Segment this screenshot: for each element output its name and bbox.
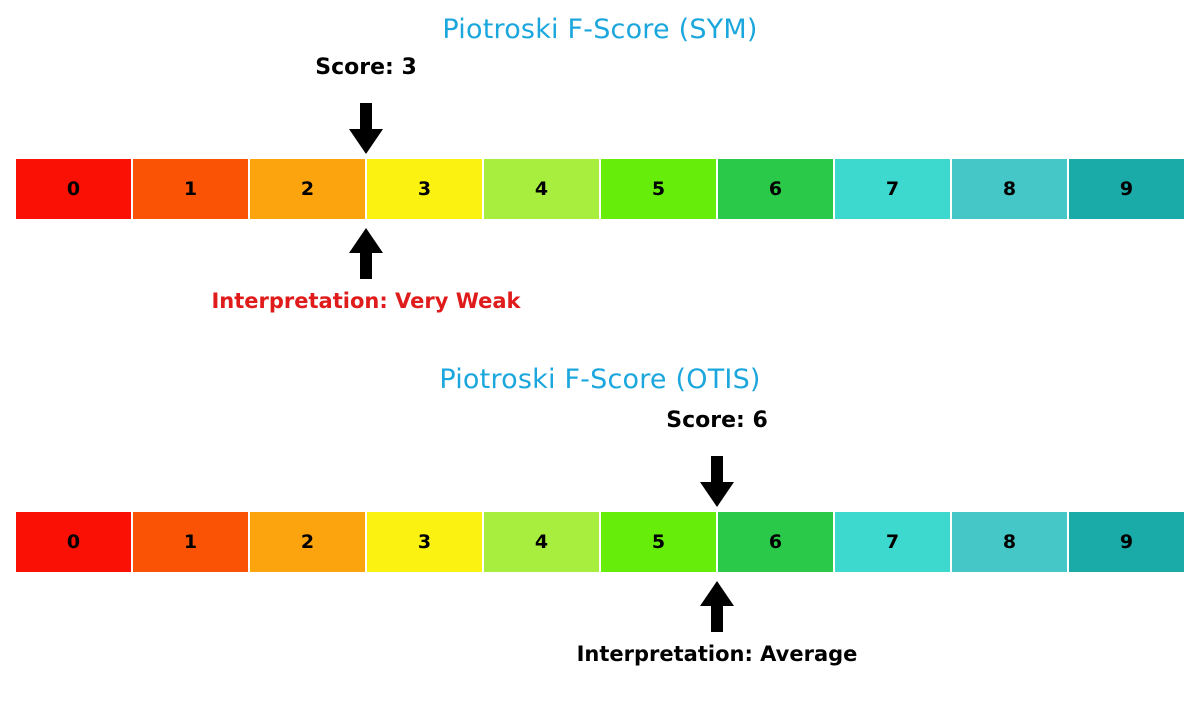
scale-segment-6: 6	[717, 158, 834, 220]
arrow-up-icon	[346, 228, 386, 280]
scale-segment-9: 9	[1068, 511, 1185, 573]
scale-segment-4: 4	[483, 511, 600, 573]
score-label-sym: Score: 3	[315, 55, 417, 80]
interpretation-label-sym: Interpretation: Very Weak	[211, 289, 521, 313]
scale-segment-0: 0	[15, 158, 132, 220]
scale-segment-3: 3	[366, 511, 483, 573]
scale-segment-1: 1	[132, 158, 249, 220]
scale-segment-5: 5	[600, 158, 717, 220]
arrow-down-icon	[346, 103, 386, 155]
scale-segment-9: 9	[1068, 158, 1185, 220]
arrow-up-icon	[697, 581, 737, 633]
scale-segment-8: 8	[951, 158, 1068, 220]
scale-segment-2: 2	[249, 511, 366, 573]
scale-segment-3: 3	[366, 158, 483, 220]
interpretation-label-otis: Interpretation: Average	[576, 642, 858, 666]
scale-segment-7: 7	[834, 511, 951, 573]
scale-segment-6: 6	[717, 511, 834, 573]
scale-segment-0: 0	[15, 511, 132, 573]
scale-segment-7: 7	[834, 158, 951, 220]
scale-segment-2: 2	[249, 158, 366, 220]
scale-segment-4: 4	[483, 158, 600, 220]
scale-segment-5: 5	[600, 511, 717, 573]
scale-segment-8: 8	[951, 511, 1068, 573]
gauge-title-sym: Piotroski F-Score (SYM)	[442, 14, 758, 45]
score-label-otis: Score: 6	[666, 408, 768, 433]
gauge-title-otis: Piotroski F-Score (OTIS)	[439, 364, 761, 395]
arrow-down-icon	[697, 456, 737, 508]
scale-segment-1: 1	[132, 511, 249, 573]
